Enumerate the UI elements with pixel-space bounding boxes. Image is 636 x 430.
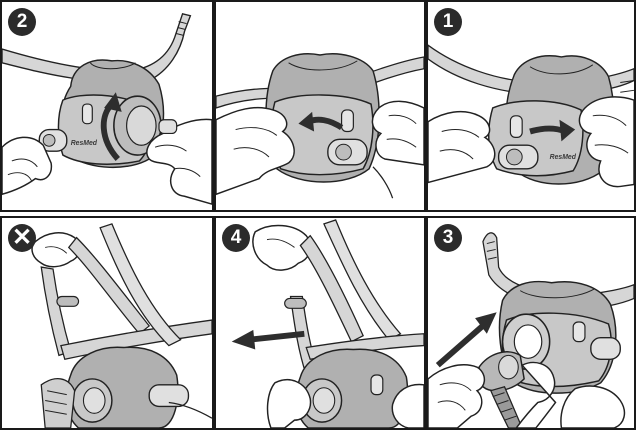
hand-left	[2, 137, 51, 194]
mask-illustration-incorrect	[2, 218, 212, 428]
hand-right	[372, 101, 424, 165]
hand-left	[428, 112, 495, 183]
headgear-strap	[300, 236, 363, 342]
mask-illustration-detach	[216, 2, 424, 210]
panel-incorrect: ✕	[0, 216, 214, 430]
hand-right-lower	[561, 386, 625, 428]
incorrect-badge: ✕	[8, 224, 36, 252]
brand-label: ResMed	[71, 140, 98, 147]
mask-illustration-remove-headgear	[216, 218, 424, 428]
pull-arrow	[249, 334, 304, 340]
step-badge: 4	[222, 224, 250, 252]
step-badge: 3	[434, 224, 462, 252]
insert-arrow	[438, 324, 485, 365]
mask-illustration-separate: ResMed	[428, 2, 634, 210]
hand-left	[216, 108, 294, 195]
panel-step-3: 3	[426, 216, 636, 430]
step-badge: 2	[8, 8, 36, 36]
headgear-strap	[41, 267, 70, 355]
pull-arrow	[530, 129, 565, 132]
mask-illustration-attach-elbow	[428, 218, 634, 428]
hand-left	[428, 365, 484, 428]
air-tube	[491, 387, 522, 428]
brand-label: ResMed	[550, 154, 577, 161]
panel-detach-frame	[214, 0, 426, 212]
panel-step-4: 4	[214, 216, 426, 430]
panel-step-1: 1 ResMed	[426, 0, 636, 212]
panel-step-2: 2 ResMed	[0, 0, 214, 212]
mask-illustration-elbow-rotate: ResMed	[2, 2, 212, 210]
step-badge: 1	[434, 8, 462, 36]
